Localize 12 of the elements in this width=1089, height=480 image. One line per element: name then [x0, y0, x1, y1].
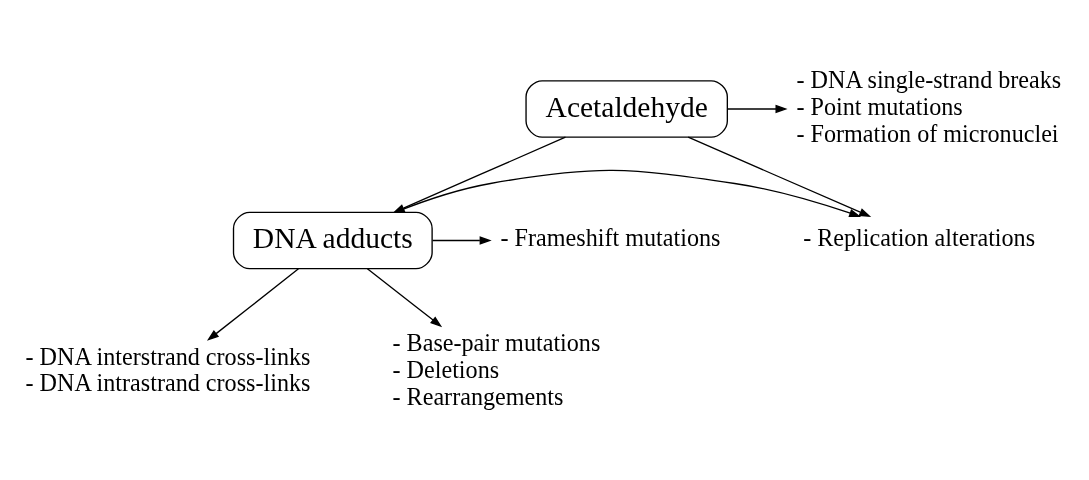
- node-text: - DNA single-strand breaks - Point mutations - Formation of micronuclei: [796, 65, 1062, 147]
- arrow: [687, 136, 872, 217]
- node-box: Acetaldehyde: [525, 79, 728, 138]
- node-box: DNA adducts: [232, 211, 433, 269]
- arrow: [206, 267, 300, 341]
- node-text: - Base-pair mutations - Deletions - Rearrangements: [392, 328, 601, 410]
- node-text: - Frameshift mutations: [500, 223, 721, 251]
- arrow: [431, 235, 492, 245]
- arrow: [366, 267, 443, 327]
- node-text: - Replication alterations: [803, 223, 1036, 251]
- arrow: [726, 104, 788, 113]
- node-text: - DNA interstrand cross-links - DNA intrastrand cross-links: [25, 341, 311, 396]
